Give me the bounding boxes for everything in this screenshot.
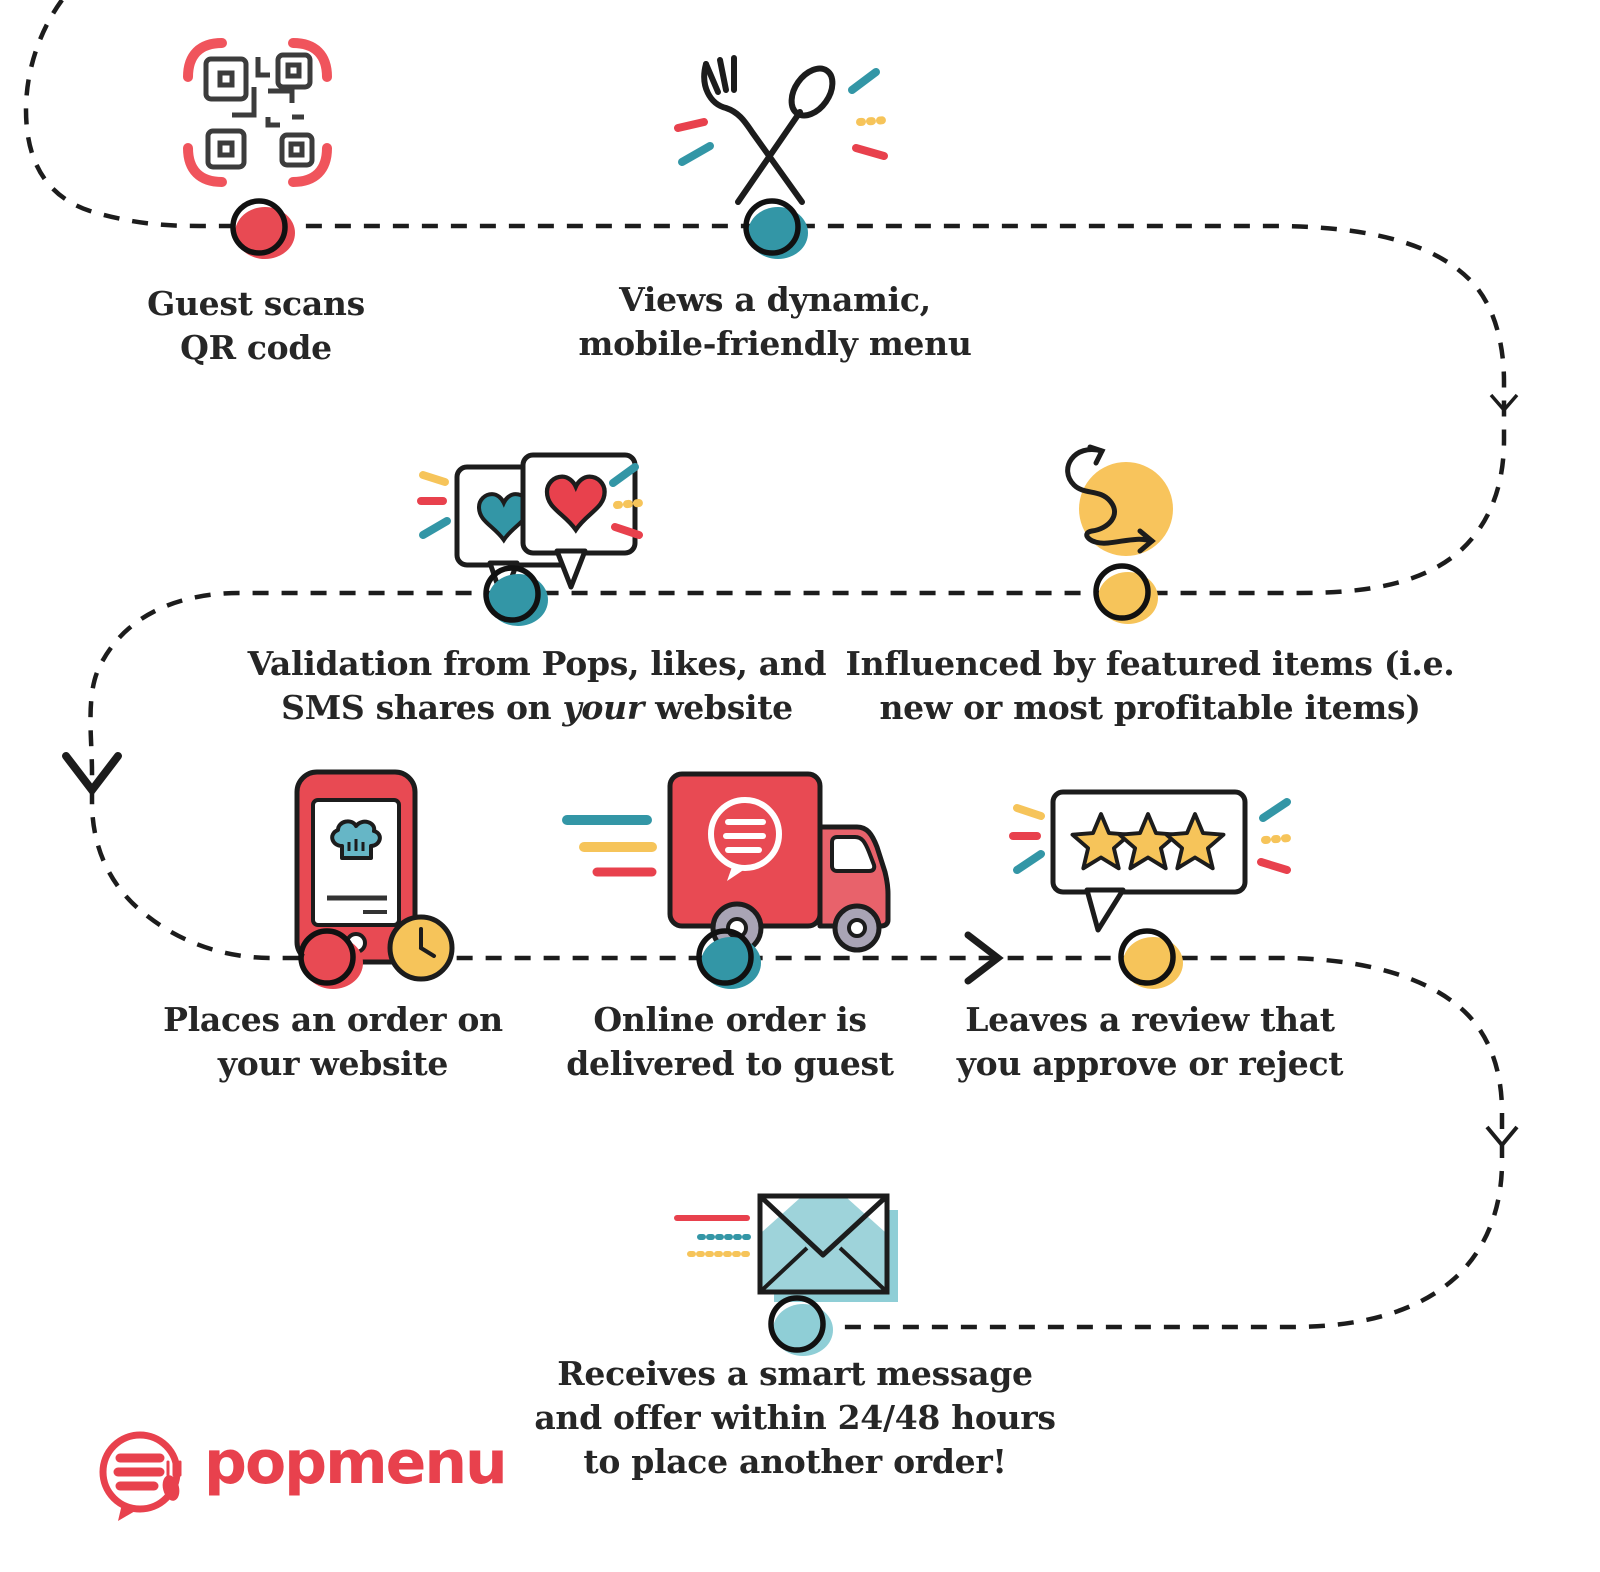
delivery-truck-icon <box>562 771 891 955</box>
caption-view-menu: Views a dynamic, mobile-friendly menu <box>578 280 972 364</box>
qr-code-icon <box>183 38 332 187</box>
arrow-down-right-top <box>1489 393 1519 413</box>
step-node-delivery <box>696 928 761 989</box>
envelope-icon <box>674 1193 898 1302</box>
step-node-influenced <box>1093 563 1158 624</box>
step-node-place-order <box>298 928 363 989</box>
phone-order-icon <box>294 769 455 982</box>
arrow-down-left <box>62 752 122 797</box>
caption-scan-qr: Guest scans QR code <box>147 284 365 368</box>
caption-smart-message: Receives a smart message and offer withi… <box>534 1354 1056 1482</box>
step-node-review <box>1118 928 1183 989</box>
popmenu-logo-icon <box>99 1431 182 1521</box>
fork-spoon-icon <box>674 55 890 205</box>
caption-influenced: Influenced by featured items (i.e. new o… <box>845 644 1455 728</box>
squiggle-arrow-icon <box>1065 444 1173 556</box>
caption-review: Leaves a review that you approve or reje… <box>956 1000 1344 1084</box>
hearts-chat-icon <box>417 452 643 604</box>
arrow-right-middle <box>964 931 1004 985</box>
arrow-down-right-bottom <box>1485 1125 1519 1149</box>
step-node-smart-message <box>768 1295 833 1356</box>
caption-validation: Validation from Pops, likes, and SMS sha… <box>247 644 827 728</box>
popmenu-logo-text: popmenu <box>204 1428 508 1498</box>
star-review-icon <box>1009 789 1293 933</box>
step-node-scan-qr <box>230 198 295 259</box>
caption-delivery: Online order is delivered to guest <box>566 1000 894 1084</box>
step-node-view-menu <box>743 198 808 259</box>
caption-place-order: Places an order on your website <box>163 1000 503 1084</box>
step-node-validation <box>483 565 548 626</box>
